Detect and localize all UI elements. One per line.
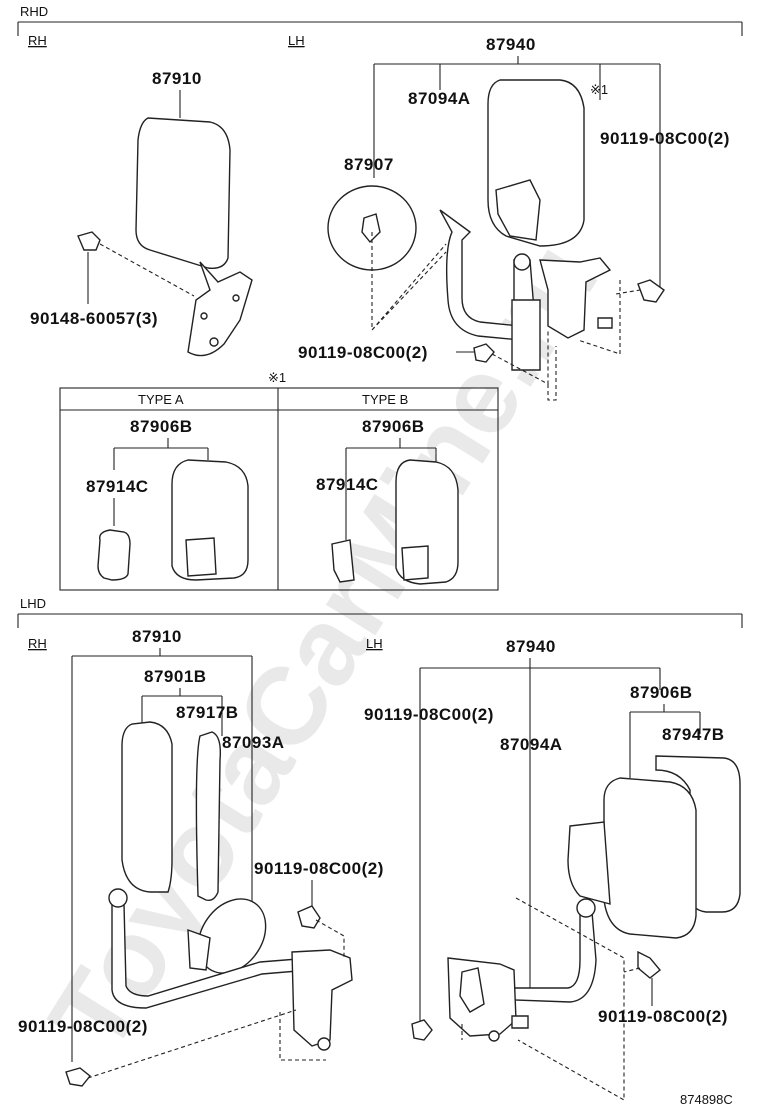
mirror-87906B-b-clip	[401, 545, 429, 581]
mirror-87910-rhd	[135, 117, 231, 269]
label-87906B-lhd: 87906B	[630, 683, 693, 702]
label-87094A-rhd: 87094A	[408, 89, 471, 108]
label-87906B-type-b: 87906B	[362, 417, 425, 436]
bracket-87940-lhd-inner	[459, 967, 485, 1013]
dash-lhd-lh	[461, 897, 641, 1101]
dash-90119-rhd-b	[491, 330, 557, 401]
rhd-lh-label: LH	[288, 33, 305, 48]
screw-90119-rhd-b	[473, 343, 495, 363]
bracket-tab	[597, 317, 613, 329]
type-b-label: TYPE B	[362, 392, 408, 407]
label-87901B: 87901B	[144, 667, 207, 686]
stay-knob	[513, 253, 531, 271]
note-x1-rhd: ※1	[590, 82, 608, 97]
label-90119-lhd-rh-a: 90119-08C00(2)	[254, 859, 384, 878]
bracket-87901B	[141, 688, 223, 736]
bracket-87906B-lhd	[629, 704, 701, 778]
bracket-type-a	[113, 438, 209, 470]
lhd-bracket	[17, 613, 743, 628]
round-mirror-87093A	[197, 898, 267, 974]
cover-87914C-type-a	[97, 529, 131, 581]
bracket-87940-rhd-base	[539, 257, 612, 339]
arm-87094A-lhd	[506, 911, 597, 1003]
label-87940-lhd: 87940	[506, 637, 556, 656]
bolt-hole-3	[232, 294, 240, 302]
label-87910-lhd: 87910	[132, 627, 182, 646]
stay-base	[511, 299, 541, 371]
label-90119-lhd-rh-b: 90119-08C00(2)	[18, 1017, 148, 1036]
lhd-rh-label: RH	[28, 636, 47, 651]
note-x1-box: ※1	[268, 370, 286, 385]
round-mirror-mount	[361, 213, 381, 244]
bolt-hole-1	[209, 337, 219, 347]
dash-90148	[99, 243, 195, 297]
round-mirror-87093A-mount	[187, 928, 211, 971]
arm-knob-lhd-rh	[108, 888, 128, 908]
cover-87914C-type-b	[331, 539, 355, 583]
bracket-87910-lhd	[71, 648, 253, 1062]
label-87947B: 87947B	[662, 725, 725, 744]
label-87910-rhd: 87910	[152, 69, 202, 88]
mirror-87901B-body	[121, 721, 173, 893]
dash-87907	[371, 232, 447, 332]
dash-lhd-rh	[87, 919, 345, 1079]
bracket-type-b	[345, 438, 437, 540]
mirror-bracket-rhd	[187, 261, 253, 357]
mirror-87906B-lhd-back	[567, 821, 611, 905]
bracket-87910-lhd	[291, 949, 353, 1047]
bolt-hole-2	[200, 312, 208, 320]
gasket-87947B	[655, 755, 741, 913]
rhd-rh-label: RH	[28, 33, 47, 48]
mirror-87906B-lhd	[603, 777, 697, 939]
mirror-87906B-a-clip	[185, 537, 217, 577]
label-87940-rhd: 87940	[486, 35, 536, 54]
lhd-lh-label: LH	[366, 636, 383, 651]
label-87914C-type-b: 87914C	[316, 475, 379, 494]
arm-87094A-rhd	[439, 209, 521, 341]
screw-90119-rhd-a	[637, 279, 665, 303]
label-87917B: 87917B	[176, 703, 239, 722]
label-90119-lhd-lh-a: 90119-08C00(2)	[364, 705, 494, 724]
mirror-87940-inner	[495, 179, 541, 241]
section-lhd-label: LHD	[20, 596, 46, 611]
label-87907: 87907	[344, 155, 394, 174]
label-87094A-lhd: 87094A	[500, 735, 563, 754]
screw-90119-lhd-rh-b	[65, 1067, 91, 1087]
label-90119-lhd-lh-b: 90119-08C00(2)	[598, 1007, 728, 1026]
arm-knob-lhd-lh	[576, 898, 596, 918]
diagram-code: 874898C	[680, 1092, 733, 1107]
screw-90119-lhd-rh-a	[297, 905, 321, 929]
screw-90119-lhd-lh-a	[411, 1019, 433, 1041]
bracket-87940-lhd-bolt	[488, 1030, 500, 1042]
section-rhd-label: RHD	[20, 4, 48, 19]
screw-90148	[77, 231, 101, 251]
bracket-87940-lhd-tab	[511, 1015, 529, 1029]
rhd-bracket	[17, 21, 743, 36]
type-a-label: TYPE A	[138, 392, 184, 407]
label-90148: 90148-60057(3)	[30, 309, 158, 328]
label-87906B-type-a: 87906B	[130, 417, 193, 436]
bracket-87940-rhd	[373, 56, 661, 290]
bracket-87940-lhd	[419, 658, 661, 1022]
label-90119-rhd-b: 90119-08C00(2)	[298, 343, 428, 362]
label-87914C-type-a: 87914C	[86, 477, 149, 496]
bracket-bolt-lhd	[317, 1037, 331, 1051]
type-box-frame	[59, 387, 499, 591]
label-90119-rhd-a: 90119-08C00(2)	[600, 129, 730, 148]
type-box-dividers	[60, 388, 498, 590]
screw-90119-lhd-lh-b	[637, 950, 661, 979]
mirror-glass-87917B	[195, 731, 222, 902]
dash-90119-rhd-a	[577, 280, 641, 355]
label-87093A: 87093A	[222, 733, 285, 752]
